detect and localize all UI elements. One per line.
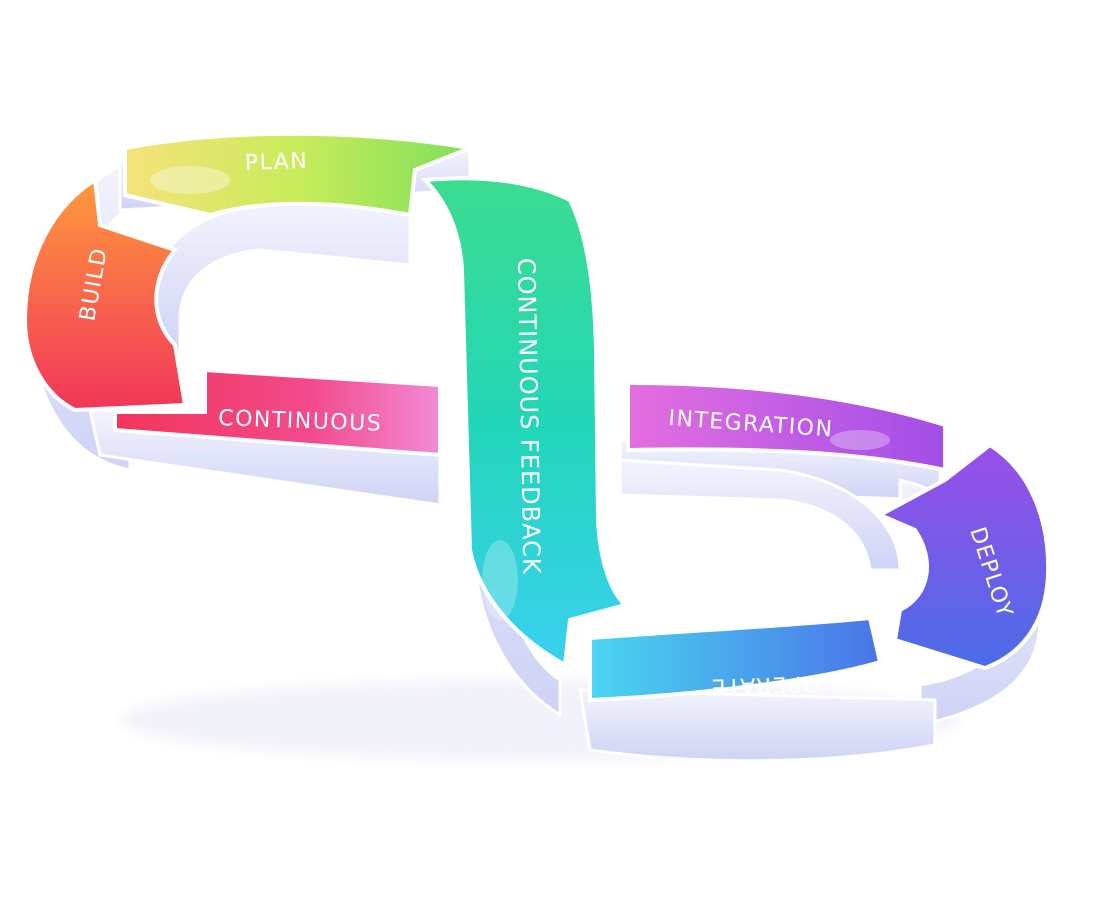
- segment-continuous: [113, 367, 442, 458]
- segment-continuous-feedback: [420, 176, 629, 669]
- gloss-highlight: [150, 166, 230, 194]
- segment-build: [22, 176, 188, 413]
- gloss-highlight: [482, 540, 518, 620]
- gloss-highlight: [830, 430, 890, 450]
- segment-plan: [123, 131, 478, 218]
- segment-integration: [626, 380, 947, 473]
- label-continuous: CONTINUOUS: [218, 406, 383, 437]
- label-operate: OPERATE: [710, 670, 821, 699]
- segment-deploy: [875, 442, 1051, 671]
- segment-operate: [588, 615, 883, 703]
- label-plan: PLAN: [244, 149, 308, 176]
- label-continuous-feedback: CONTINUOUS FEEDBACK: [512, 258, 546, 575]
